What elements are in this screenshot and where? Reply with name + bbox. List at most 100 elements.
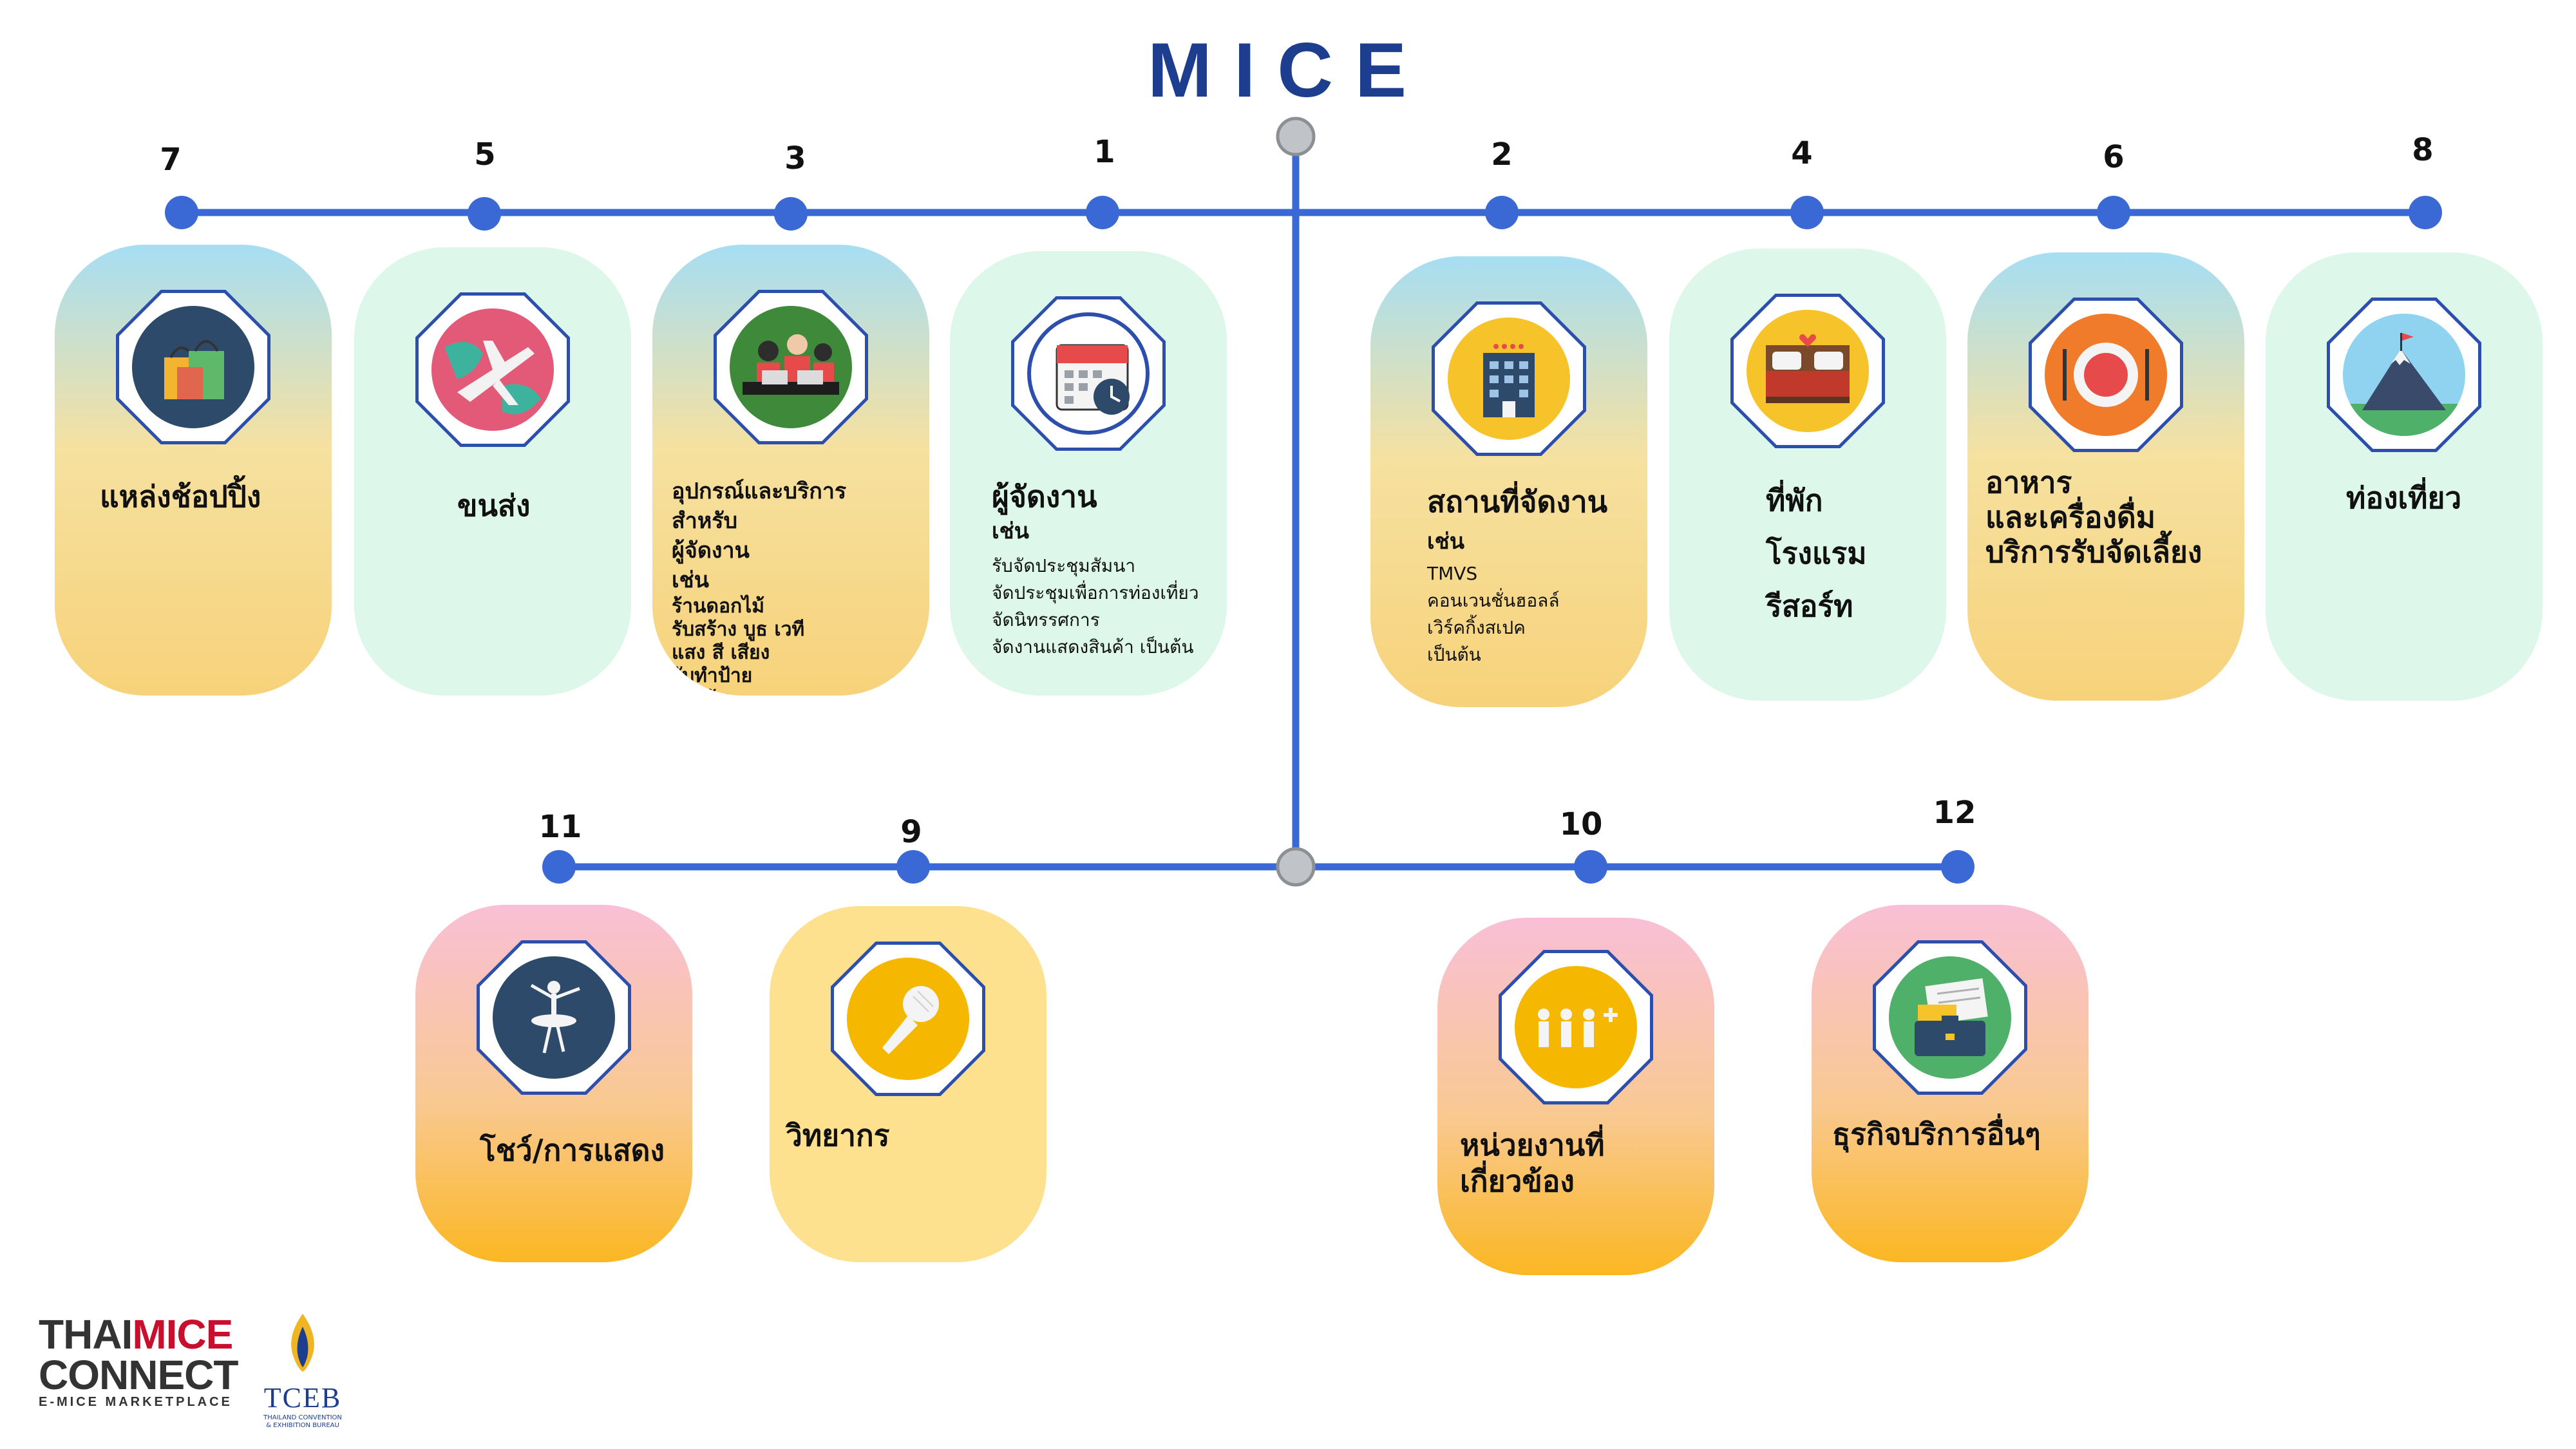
mountain-flag-icon	[2343, 333, 2465, 436]
logo-tagline: E-MICE MARKETPLACE	[39, 1395, 232, 1409]
card-food-line: อาหาร	[1985, 465, 2072, 500]
card-business-title: ธุรกิจบริการอื่นๆ	[1832, 1117, 2041, 1151]
logo-thai: THAI	[39, 1311, 133, 1358]
card-organizer-item: จัดนิทรรศการ	[992, 609, 1100, 630]
card-equipment-title: อุปกรณ์และบริการสำหรับ	[672, 478, 847, 534]
card-venue-item: TMVS	[1427, 563, 1478, 584]
plate-cutlery-icon	[2063, 343, 2149, 407]
card-agency-frame	[1499, 950, 1653, 1104]
ballerina-icon	[530, 981, 580, 1054]
meeting-people-icon	[743, 334, 839, 395]
node-label-6: 6	[2103, 139, 2125, 175]
shopping-bags-icon	[164, 340, 224, 399]
node-3	[774, 197, 808, 231]
card-venue-item: คอนเวนชั่นฮอลล์	[1427, 590, 1560, 611]
node-6	[2097, 196, 2130, 229]
card-shopping-title: แหล่งช้อปปิ้ง	[100, 479, 261, 514]
node-12	[1941, 850, 1975, 884]
logo-connect: CONNECT	[39, 1352, 238, 1398]
hotel-building-icon	[1483, 344, 1535, 417]
node-label-12: 12	[1933, 795, 1976, 831]
node-label-7: 7	[160, 142, 182, 178]
card-accommodation-frame	[1730, 294, 1885, 448]
card-food: อาหาร และเครื่องดื่ม บริการรับจัดเลี้ยง	[1967, 252, 2244, 701]
card-equipment-item: รับสร้าง บูธ เวที	[672, 618, 805, 641]
card-business: ธุรกิจบริการอื่นๆ	[1812, 905, 2088, 1262]
node-2	[1485, 196, 1519, 229]
card-venue-frame	[1432, 301, 1586, 456]
node-label-3: 3	[784, 140, 806, 176]
card-food-line: บริการรับจัดเลี้ยง	[1985, 535, 2202, 569]
briefcase-documents-icon	[1915, 978, 1988, 1056]
card-agency: หน่วยงานที่ เกี่ยวข้อง	[1437, 918, 1714, 1275]
node-label-4: 4	[1791, 135, 1813, 171]
node-7	[165, 196, 198, 229]
card-equipment: อุปกรณ์และบริการสำหรับ ผู้จัดงาน เช่น ร้…	[652, 245, 929, 696]
node-label-5: 5	[474, 137, 496, 173]
card-venue-item: เวิร์คกิ้งสเปค	[1427, 617, 1526, 638]
card-tourism-frame	[2327, 298, 2481, 452]
card-accommodation: ที่พัก โรงแรม รีสอร์ท	[1669, 249, 1946, 701]
card-venue-title: สถานที่จัดงาน	[1427, 484, 1608, 519]
node-11	[542, 850, 576, 884]
bottom-hub	[1276, 847, 1316, 887]
card-equipment-item: แสง สี เสียง	[672, 641, 770, 664]
node-9	[896, 850, 930, 884]
logo-mice: MICE	[132, 1311, 233, 1358]
card-accommodation-line: รีสอร์ท	[1766, 589, 1853, 623]
card-accommodation-line: ที่พัก	[1766, 483, 1823, 518]
card-equipment-item: รับทำป้าย	[672, 665, 753, 687]
card-transport-title: ขนส่ง	[457, 488, 531, 523]
card-venue: สถานที่จัดงาน เช่น TMVS คอนเวนชั่นฮอลล์ …	[1370, 256, 1647, 707]
top-hub	[1276, 117, 1316, 156]
node-5	[468, 197, 501, 231]
card-business-frame	[1873, 940, 2027, 1095]
node-8	[2409, 196, 2442, 229]
thai-mice-connect-logo: THAIMICE CONNECT E-MICE MARKETPLACE	[39, 1314, 238, 1410]
node-label-11: 11	[538, 809, 582, 845]
node-label-1: 1	[1094, 134, 1115, 170]
tceb-flame-icon	[291, 1314, 314, 1372]
bed-icon	[1766, 334, 1850, 403]
card-equipment-subhead: เช่น	[672, 567, 709, 593]
card-tourism: ท่องเที่ยว	[2266, 252, 2543, 701]
microphone-icon	[882, 986, 939, 1054]
card-accommodation-line: โรงแรม	[1766, 536, 1867, 571]
card-equipment-title2: ผู้จัดงาน	[672, 538, 750, 564]
card-show-frame	[477, 940, 631, 1095]
tceb-logo: TCEB THAILAND CONVENTION & EXHIBITION BU…	[248, 1311, 357, 1430]
card-agency-line: เกี่ยวข้อง	[1460, 1164, 1575, 1198]
card-organizer-frame	[1011, 296, 1166, 451]
card-equipment-frame	[714, 290, 868, 444]
card-organizer-item: จัดประชุมเพื่อการท่องเที่ยว	[992, 582, 1199, 603]
card-food-line: และเครื่องดื่ม	[1985, 500, 2156, 535]
card-speaker: วิทยากร	[770, 906, 1046, 1262]
node-4	[1790, 196, 1824, 229]
tceb-sub-2: & EXHIBITION BUREAU	[266, 1422, 339, 1429]
card-food-frame	[2029, 298, 2183, 452]
card-shopping: แหล่งช้อปปิ้ง	[55, 245, 332, 696]
node-label-10: 10	[1559, 806, 1603, 842]
calendar-clock-icon	[1056, 344, 1130, 415]
card-organizer-item: จัดงานแสดงสินค้า เป็นต้น	[992, 636, 1194, 658]
tceb-sub-1: THAILAND CONVENTION	[263, 1414, 342, 1421]
card-venue-item: เป็นต้น	[1427, 644, 1481, 665]
card-organizer-title: ผู้จัดงาน	[992, 479, 1097, 514]
card-speaker-title: วิทยากร	[786, 1118, 890, 1153]
card-transport-frame	[415, 292, 570, 447]
people-group-icon	[1538, 1008, 1618, 1047]
airplane-globe-icon	[444, 341, 541, 415]
page-title: MICE	[1148, 27, 1428, 113]
card-tourism-title: ท่องเที่ยว	[2346, 480, 2462, 515]
card-show: โชว์/การแสดง	[415, 905, 692, 1262]
node-label-9: 9	[900, 814, 922, 850]
card-shopping-frame	[116, 290, 270, 444]
node-label-2: 2	[1491, 137, 1513, 173]
card-speaker-frame	[831, 942, 985, 1096]
card-agency-line: หน่วยงานที่	[1460, 1128, 1605, 1162]
node-1	[1086, 196, 1119, 229]
card-organizer-item: รับจัดประชุมสัมนา	[992, 555, 1136, 576]
card-venue-subhead: เช่น	[1427, 529, 1464, 554]
card-equipment-item: ร้านดอกไม้	[672, 595, 764, 618]
